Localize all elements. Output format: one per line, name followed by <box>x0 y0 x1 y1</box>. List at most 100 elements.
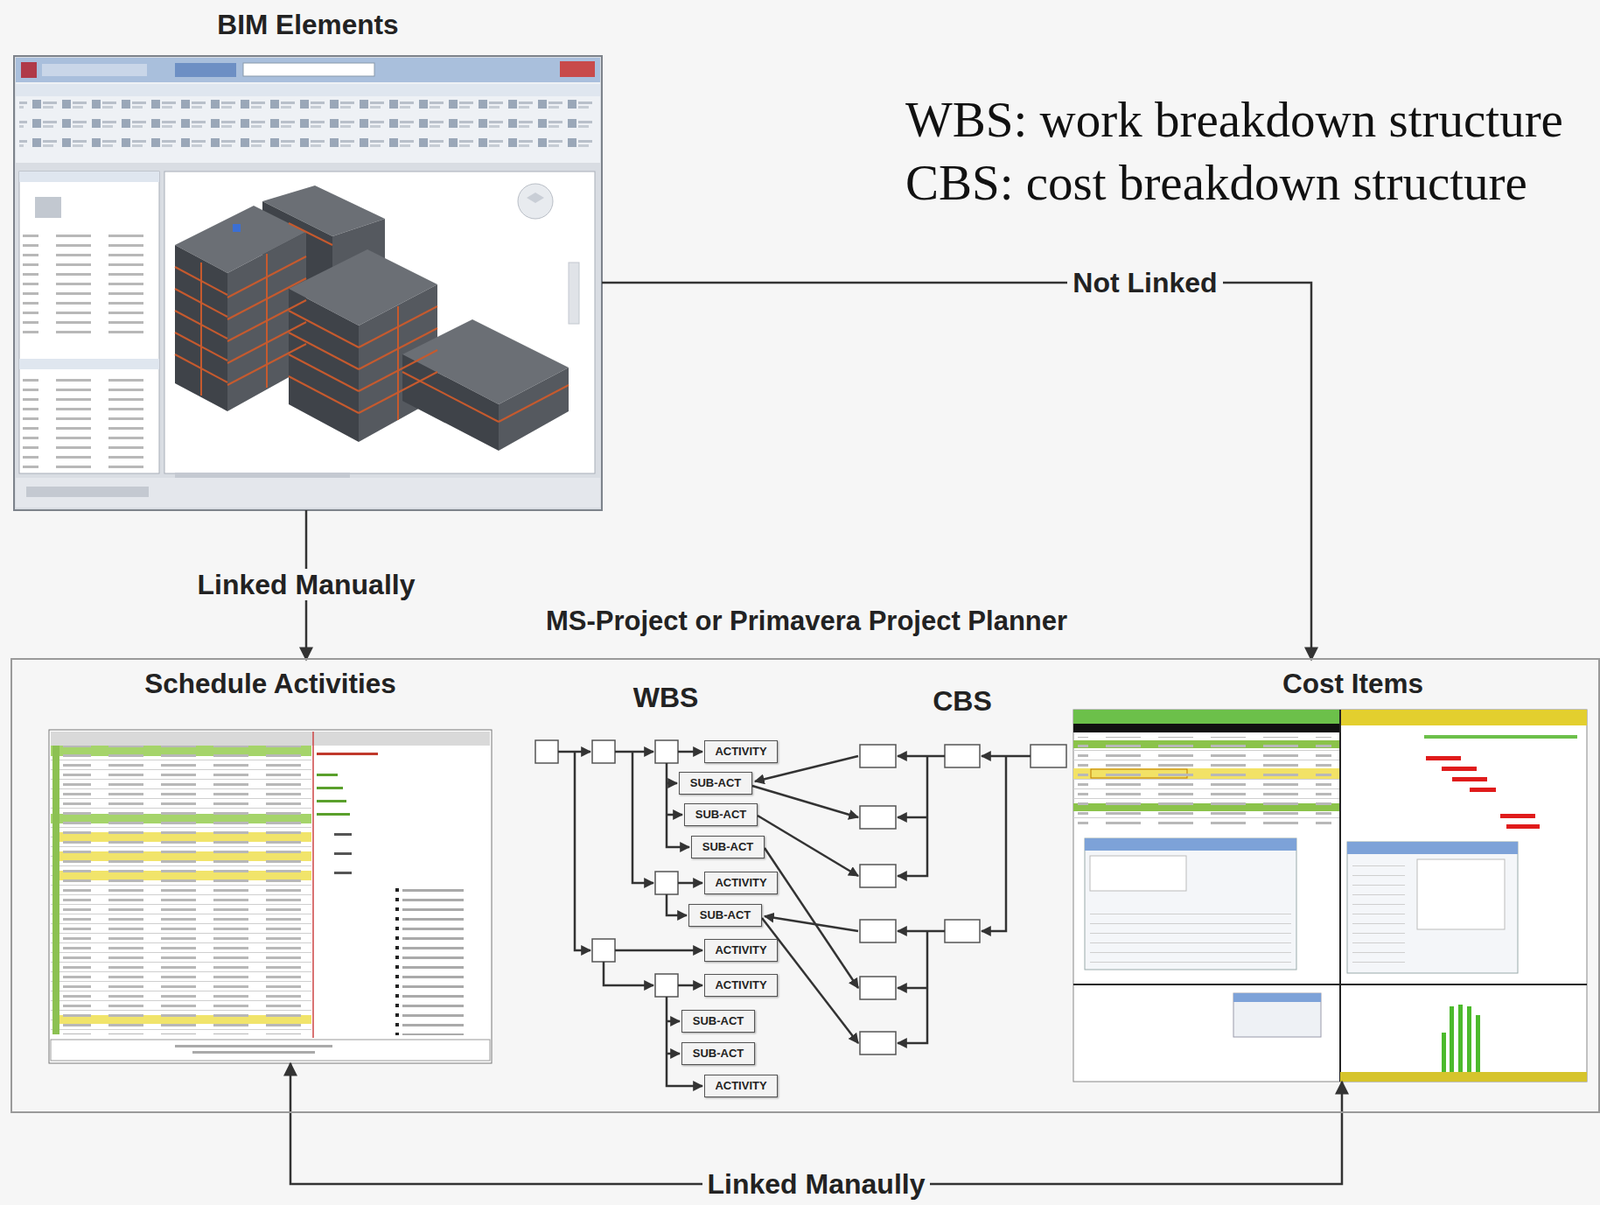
panel-icon <box>34 196 62 218</box>
nav-cube <box>517 183 553 219</box>
activity-label: SUB-ACT <box>699 908 752 922</box>
schedule-screenshot <box>316 786 343 790</box>
cost-screenshot <box>1475 1014 1481 1072</box>
activity-label: SUB-ACT <box>702 840 755 853</box>
cost-screenshot <box>1073 709 1341 724</box>
cost-screenshot <box>1500 813 1536 818</box>
cost-items-panel: Cost Items <box>1073 659 1587 1082</box>
wbs-activity-box: ACTIVITY <box>704 871 778 895</box>
close-button <box>559 61 595 77</box>
app-icon <box>20 62 37 78</box>
cost-screenshot <box>1425 755 1461 761</box>
schedule-screenshot <box>335 881 468 1035</box>
nav-bar <box>568 262 580 324</box>
cost-screenshot <box>1417 859 1505 930</box>
panel-heading: MS-Project or Primavera Project Planner <box>545 605 1068 637</box>
ribbon-icons <box>19 97 597 156</box>
cbs-tree <box>859 976 896 1000</box>
wbs-arrows <box>666 782 678 785</box>
cost-screenshot <box>1467 1006 1472 1072</box>
title-bar <box>15 57 601 83</box>
cbs-tree <box>859 805 896 829</box>
schedule-screenshot <box>174 1044 333 1048</box>
schedule-screenshot <box>316 752 378 755</box>
building-model <box>174 185 569 451</box>
wbs-activity-box: ACTIVITY <box>704 938 778 962</box>
cbs-arrows <box>897 755 928 876</box>
schedule-screenshot <box>334 871 352 874</box>
cost-screenshot <box>1347 841 1518 973</box>
wbs-arrows <box>632 751 654 883</box>
building-model <box>288 223 333 245</box>
schedule-screenshot <box>312 731 315 1038</box>
building-model <box>498 367 569 451</box>
wbs-arrows <box>666 1020 680 1023</box>
wbs-arrows <box>666 894 687 916</box>
bim-elements-panel: BIM Elements <box>13 8 602 511</box>
cbs-arrows <box>897 930 928 1043</box>
cbs-wbs-links <box>752 755 859 1043</box>
cbs-wbs-links <box>752 785 859 818</box>
cbs-tree <box>944 744 980 768</box>
schedule-screenshot <box>50 745 312 1038</box>
cost-screenshot <box>1073 723 1341 733</box>
connector-label: Not Linked <box>1067 266 1223 300</box>
status-bar <box>15 477 601 508</box>
view-controls <box>174 472 350 478</box>
schedule-screenshot <box>50 1039 490 1061</box>
schedule-screenshot <box>192 1050 315 1054</box>
cbs-tree <box>859 744 1067 1055</box>
cbs-tree <box>1030 744 1067 768</box>
activity-label: ACTIVITY <box>714 745 767 758</box>
nav-cube <box>526 192 545 203</box>
wbs-subactivity-box: SUB-ACT <box>678 771 753 795</box>
activity-label: ACTIVITY <box>714 978 767 992</box>
panel-rows <box>22 229 154 335</box>
cost-screenshot <box>1340 1071 1587 1082</box>
panel-header <box>19 171 160 182</box>
wbs-activity-box: ACTIVITY <box>704 1074 778 1097</box>
building-model <box>265 253 268 388</box>
cbs-tree <box>859 919 896 943</box>
schedule-screenshot <box>48 729 492 1063</box>
cost-screenshot <box>1340 709 1587 726</box>
panel-header <box>19 358 160 370</box>
wbs-tree <box>535 740 678 997</box>
cost-screenshot <box>1084 838 1297 851</box>
schedule-screenshot <box>48 729 492 1063</box>
cost-screenshot <box>1073 983 1587 986</box>
cbs-wbs-links <box>757 815 859 876</box>
schedule-screenshot <box>334 852 352 855</box>
wbs-tree <box>535 740 559 763</box>
planner-panel: MS-Project or Primavera Project PlannerS… <box>10 657 1600 1113</box>
building-model <box>174 223 569 422</box>
window-frame <box>13 55 602 511</box>
schedule-screenshot <box>316 799 347 803</box>
wbs-activity-box: ACTIVITY <box>704 740 778 763</box>
panel-rows <box>22 372 154 469</box>
activity-label: SUB-ACT <box>695 808 748 821</box>
wbs-arrows <box>603 961 654 986</box>
panel-heading: Schedule Activities <box>48 667 492 699</box>
activity-label: SUB-ACT <box>690 776 742 790</box>
tab <box>174 62 237 77</box>
activity-label: SUB-ACT <box>692 1047 745 1060</box>
cost-screenshot <box>1339 709 1342 1082</box>
cost-screenshot <box>1424 734 1578 739</box>
schedule-screenshot <box>316 812 350 816</box>
cost-screenshot <box>1089 909 1292 965</box>
cbs-arrows <box>897 816 928 819</box>
wbs-arrows <box>677 984 703 987</box>
cost-screenshot <box>1073 709 1587 1082</box>
search-box <box>243 62 375 77</box>
connector-label: Linked Manaully <box>702 1167 931 1201</box>
building-model <box>232 223 241 232</box>
cbs-tree <box>859 864 896 888</box>
cost-screenshot <box>1233 992 1321 1002</box>
building-model <box>288 354 359 392</box>
cbs-wbs-links <box>764 847 859 988</box>
wbs-activity-box: ACTIVITY <box>704 973 778 997</box>
wbs-arrows <box>614 750 654 754</box>
cost-screenshot <box>1077 736 1332 825</box>
ribbon <box>15 82 601 163</box>
